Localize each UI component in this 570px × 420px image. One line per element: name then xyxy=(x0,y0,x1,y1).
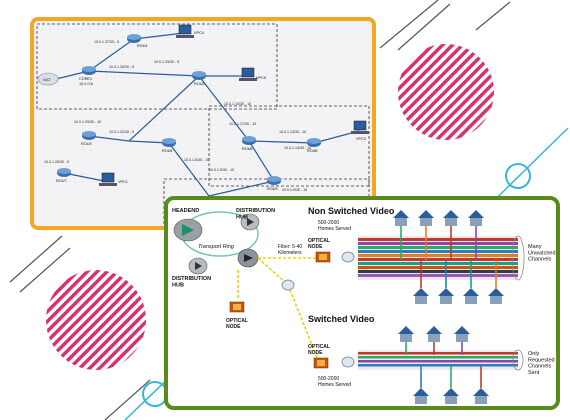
router-label: ROU6 xyxy=(307,149,318,153)
link-label: 10.0.1.9/30 - 10 xyxy=(282,188,307,192)
router-icon[interactable] xyxy=(162,138,176,147)
router-ip: 10.0.0.6 xyxy=(79,82,93,86)
link-label: 10.0.1.26/30 - 5 xyxy=(44,160,69,164)
house-icon xyxy=(468,210,484,260)
house-icon xyxy=(418,210,434,260)
area-boundary xyxy=(36,23,278,110)
router-icon[interactable] xyxy=(57,168,71,177)
router-label: ROU3 xyxy=(267,187,278,191)
channel-bundle-top xyxy=(358,235,525,281)
distribution-hub-icon[interactable] xyxy=(188,257,208,275)
house-icon xyxy=(426,326,442,355)
router-label: ROU2 xyxy=(194,82,205,86)
link-label: 10.0.1.33/30 - 5 xyxy=(154,60,179,64)
link-label: 10.0.1.34/30 - 5 xyxy=(109,65,134,69)
cyan-ring xyxy=(505,163,531,189)
diagonal-line xyxy=(475,1,511,31)
pc-icon[interactable] xyxy=(351,120,369,134)
network-topology-card: NAT ROU1 CORE1 10.0.0.6 ROU2 ROU3 ROU4 R… xyxy=(30,17,376,230)
house-icon xyxy=(488,260,504,304)
house-icon xyxy=(413,260,429,304)
router-icon[interactable] xyxy=(82,66,96,75)
link-label: 10.0.1.14/30 - 10 xyxy=(284,146,311,150)
cloud-label: NAT xyxy=(43,77,51,82)
pc-label: VPC1 xyxy=(118,180,128,184)
cloud-icon[interactable]: NAT xyxy=(37,72,59,86)
router-label: ROU7 xyxy=(56,179,67,183)
striped-circle-bottom-left xyxy=(46,270,146,370)
pc-icon[interactable] xyxy=(176,24,194,38)
house-icon xyxy=(398,326,414,355)
diagonal-line xyxy=(397,3,451,51)
headend-icon[interactable] xyxy=(173,218,203,242)
link-label: 10.0.1.13/30 - 10 xyxy=(279,130,306,134)
optical-node-icon[interactable] xyxy=(229,301,245,313)
house-icon xyxy=(438,260,454,304)
pc-label: VPC3 xyxy=(356,137,366,141)
headend-label: HEADEND xyxy=(172,208,199,214)
router-label: ROU1 xyxy=(137,44,148,48)
channel-bundle-bottom xyxy=(358,349,524,371)
link-label: 10.0.1.5/30 - 10 xyxy=(209,168,234,172)
optical-node-icon[interactable] xyxy=(313,357,329,369)
optical-node-icon[interactable] xyxy=(315,251,331,263)
pc-label: VPC5 xyxy=(256,76,266,80)
diagonal-line xyxy=(19,247,71,293)
network-topology-diagram: NAT ROU1 CORE1 10.0.0.6 ROU2 ROU3 ROU4 R… xyxy=(34,21,372,226)
router-icon[interactable] xyxy=(267,176,281,185)
router-icon[interactable] xyxy=(192,71,206,80)
link-label: 10.0.1.22/30 - 5 xyxy=(109,130,134,134)
link-label: 10.0.1.10/30 - 10 xyxy=(224,102,251,106)
switched-title: Switched Video xyxy=(308,314,375,324)
router-label: ROU3 xyxy=(81,142,92,146)
router-label: ROU5 xyxy=(242,147,253,151)
house-icon xyxy=(454,326,470,355)
link-label: 10.0.1.37/30 - 5 xyxy=(94,40,119,44)
distribution-hub-icon[interactable] xyxy=(237,248,259,268)
house-icon xyxy=(443,210,459,260)
pc-label: VPC4 xyxy=(194,31,204,35)
diagonal-line xyxy=(379,0,439,49)
house-icon xyxy=(473,366,489,404)
distribution-hub-icon[interactable] xyxy=(240,213,260,231)
diagonal-line xyxy=(9,235,63,283)
link-label: 10.0.1.17/30 - 10 xyxy=(229,122,256,126)
transport-ring-label: Transport Ring xyxy=(198,244,235,250)
pc-icon[interactable] xyxy=(239,67,257,81)
router-icon[interactable] xyxy=(242,136,256,145)
router-icon[interactable] xyxy=(127,34,141,43)
house-icon xyxy=(443,366,459,404)
house-icon xyxy=(463,260,479,304)
diagonal-line xyxy=(104,379,151,420)
pc-icon[interactable] xyxy=(99,172,117,186)
router-icon[interactable] xyxy=(82,131,96,140)
router-label: CORE1 xyxy=(79,77,92,81)
link-label: 10.0.1.6/30 - 10 xyxy=(184,158,209,162)
router-icon[interactable] xyxy=(307,138,321,147)
striped-circle-top-right xyxy=(398,44,494,140)
link-label: 10.0.1.29/30 - 10 xyxy=(74,120,101,124)
house-icon xyxy=(393,210,409,260)
non-switched-title: Non Switched Video xyxy=(308,206,395,216)
house-icon xyxy=(413,366,429,404)
area-boundary xyxy=(208,105,370,187)
router-label: ROU4 xyxy=(162,149,173,153)
